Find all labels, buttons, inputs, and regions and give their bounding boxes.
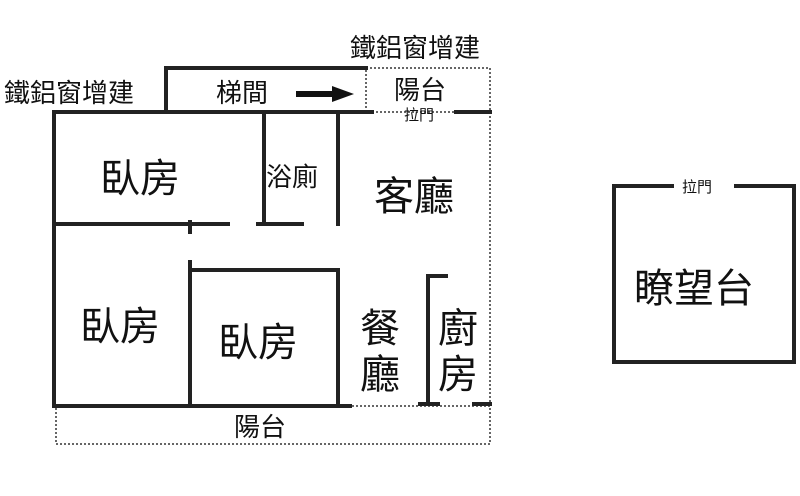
bathroom-label: 浴廁 (266, 163, 318, 193)
bedroom-2-label: 臥房 (80, 304, 160, 350)
observation-deck-label: 瞭望台 (634, 266, 754, 312)
bedroom-3-label: 臥房 (218, 320, 298, 366)
balcony-top-label: 陽台 (394, 76, 446, 106)
stairs-label: 梯間 (216, 79, 268, 109)
kitchen-label-line1: 廚 (438, 306, 478, 352)
living-room-label: 客廳 (374, 174, 454, 220)
top-balcony-outline (365, 67, 491, 113)
dining-label-line2: 廳 (360, 352, 400, 398)
annex-top-label: 鐵鋁窗增建 (350, 34, 480, 64)
arrow-right-icon (296, 86, 354, 102)
kitchen-wall (426, 274, 448, 406)
annex-left-label: 鐵鋁窗增建 (4, 79, 134, 109)
bedroom-1-label: 臥房 (100, 156, 180, 202)
stairs-wall (164, 66, 368, 114)
sliding-door-top-label: 拉門 (404, 106, 434, 124)
dining-label-line1: 餐 (360, 306, 400, 352)
kitchen-label-line2: 房 (438, 352, 478, 398)
sliding-door-deck-label: 拉門 (682, 178, 712, 196)
balcony-bottom-label: 陽台 (234, 413, 286, 443)
observation-deck-wall (612, 184, 796, 364)
